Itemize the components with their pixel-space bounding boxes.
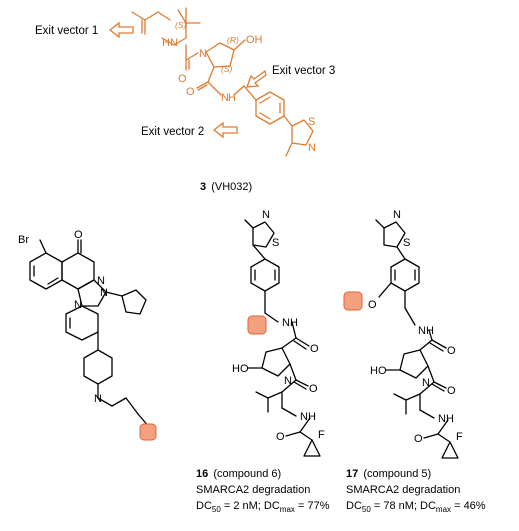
svg-text:NH: NH [418, 325, 434, 337]
svg-text:N: N [221, 92, 229, 104]
svg-text:S: S [308, 116, 315, 128]
attachment-point-highlight [139, 423, 157, 441]
svg-text:N: N [262, 209, 270, 221]
svg-text:S: S [272, 237, 279, 249]
svg-text:O: O [447, 345, 456, 357]
compound-17-caption: 17 (compound 5) [346, 468, 431, 480]
svg-text:HO: HO [370, 365, 387, 377]
exit-vector-1-label: Exit vector 1 [35, 25, 98, 37]
smarca2-ligand-structure: Br O N N N N [18, 229, 157, 441]
svg-text:F: F [318, 429, 325, 441]
svg-text:Br: Br [18, 234, 29, 246]
svg-text:(S): (S) [175, 20, 187, 30]
svg-text:HN: HN [162, 37, 178, 49]
svg-text:O: O [276, 431, 285, 443]
compound-16-caption: 16 (compound 6) [196, 468, 281, 480]
svg-text:N: N [97, 275, 105, 287]
svg-text:N: N [199, 48, 207, 60]
attachment-point-highlight-16 [247, 315, 267, 335]
compound-16-activity: SMARCA2 degradation [196, 484, 310, 496]
svg-text:(R): (R) [227, 35, 239, 45]
svg-text:(S): (S) [221, 64, 233, 74]
compound-16-structure: N S NH O HO N O NH O F 16 (compound 6) S… [196, 209, 330, 514]
svg-text:OH: OH [246, 34, 263, 46]
svg-text:O: O [414, 433, 423, 445]
exit-vector-3-label: Exit vector 3 [272, 65, 335, 77]
svg-text:HO: HO [232, 363, 249, 375]
svg-text:O: O [186, 86, 195, 98]
svg-text:NH: NH [282, 317, 298, 329]
svg-text:N: N [284, 375, 292, 387]
exit-vector-2-arrow [212, 121, 238, 139]
attachment-point-highlight-17 [343, 291, 363, 311]
svg-text:N: N [393, 209, 401, 221]
svg-text:O: O [368, 299, 377, 311]
exit-vector-2-label: Exit vector 2 [141, 126, 204, 138]
vh032-caption: 3 (VH032) [200, 181, 252, 193]
svg-text:O: O [74, 229, 83, 241]
svg-text:N: N [422, 377, 430, 389]
compound-16-values: DC50 = 2 nM; DCmax = 77% [196, 500, 330, 514]
vh032-structure: Exit vector 1 Exit vector 3 Exit vector … [35, 7, 335, 193]
vh032-bonds [131, 7, 314, 157]
exit-vector-1-arrow [108, 21, 134, 39]
exit-vector-3-arrow [246, 69, 267, 88]
svg-text:O: O [310, 343, 319, 355]
svg-text:O: O [447, 385, 456, 397]
compound-17-structure: N S O NH O HO N O NH O F 17 (compound 5)… [343, 209, 486, 514]
svg-text:F: F [456, 431, 463, 443]
svg-text:N: N [94, 393, 102, 405]
svg-text:N: N [74, 299, 82, 311]
svg-text:N: N [100, 287, 108, 299]
svg-text:H: H [228, 92, 236, 104]
svg-text:NH: NH [438, 413, 454, 425]
svg-text:S: S [403, 237, 410, 249]
svg-text:N: N [308, 142, 316, 154]
svg-text:O: O [178, 73, 187, 85]
svg-text:NH: NH [300, 411, 316, 423]
svg-text:O: O [309, 383, 318, 395]
compound-17-activity: SMARCA2 degradation [346, 484, 460, 496]
compound-17-values: DC50 = 78 nM; DCmax = 46% [346, 500, 486, 514]
